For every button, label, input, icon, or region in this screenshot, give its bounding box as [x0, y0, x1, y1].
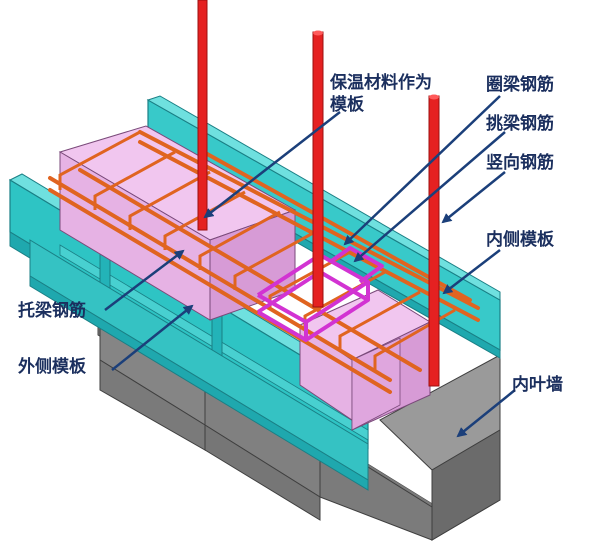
ring-beam-rebar: [48, 130, 480, 394]
vertical-rebar: [197, 0, 440, 387]
label-ring-beam-rebar: 圈梁钢筋: [486, 75, 554, 95]
arrow-inner-wall: [456, 389, 516, 438]
arrow-vertical: [441, 171, 506, 224]
label-vertical-rebar: 竖向钢筋: [486, 153, 554, 173]
arrow-outer-formwork: [111, 304, 194, 371]
label-inner-formwork: 内侧模板: [486, 230, 554, 250]
pick-beam-rebar: [256, 246, 384, 342]
arrow-inner-formwork: [442, 249, 501, 295]
arrow-support-beam: [104, 249, 185, 311]
label-inner-leaf-wall: 内叶墙: [512, 375, 563, 395]
label-pick-beam-rebar: 挑梁钢筋: [486, 114, 554, 134]
leader-arrows: [104, 95, 516, 438]
label-insulation: 保温材料作为模板: [330, 73, 432, 115]
arrow-insulation: [203, 111, 341, 219]
label-support-beam-rebar: 托梁钢筋: [18, 301, 86, 321]
stirrups: [58, 130, 456, 370]
arrow-pick-beam: [353, 131, 506, 263]
arrow-ring-beam: [343, 95, 501, 246]
label-outer-formwork: 外侧模板: [18, 357, 86, 377]
